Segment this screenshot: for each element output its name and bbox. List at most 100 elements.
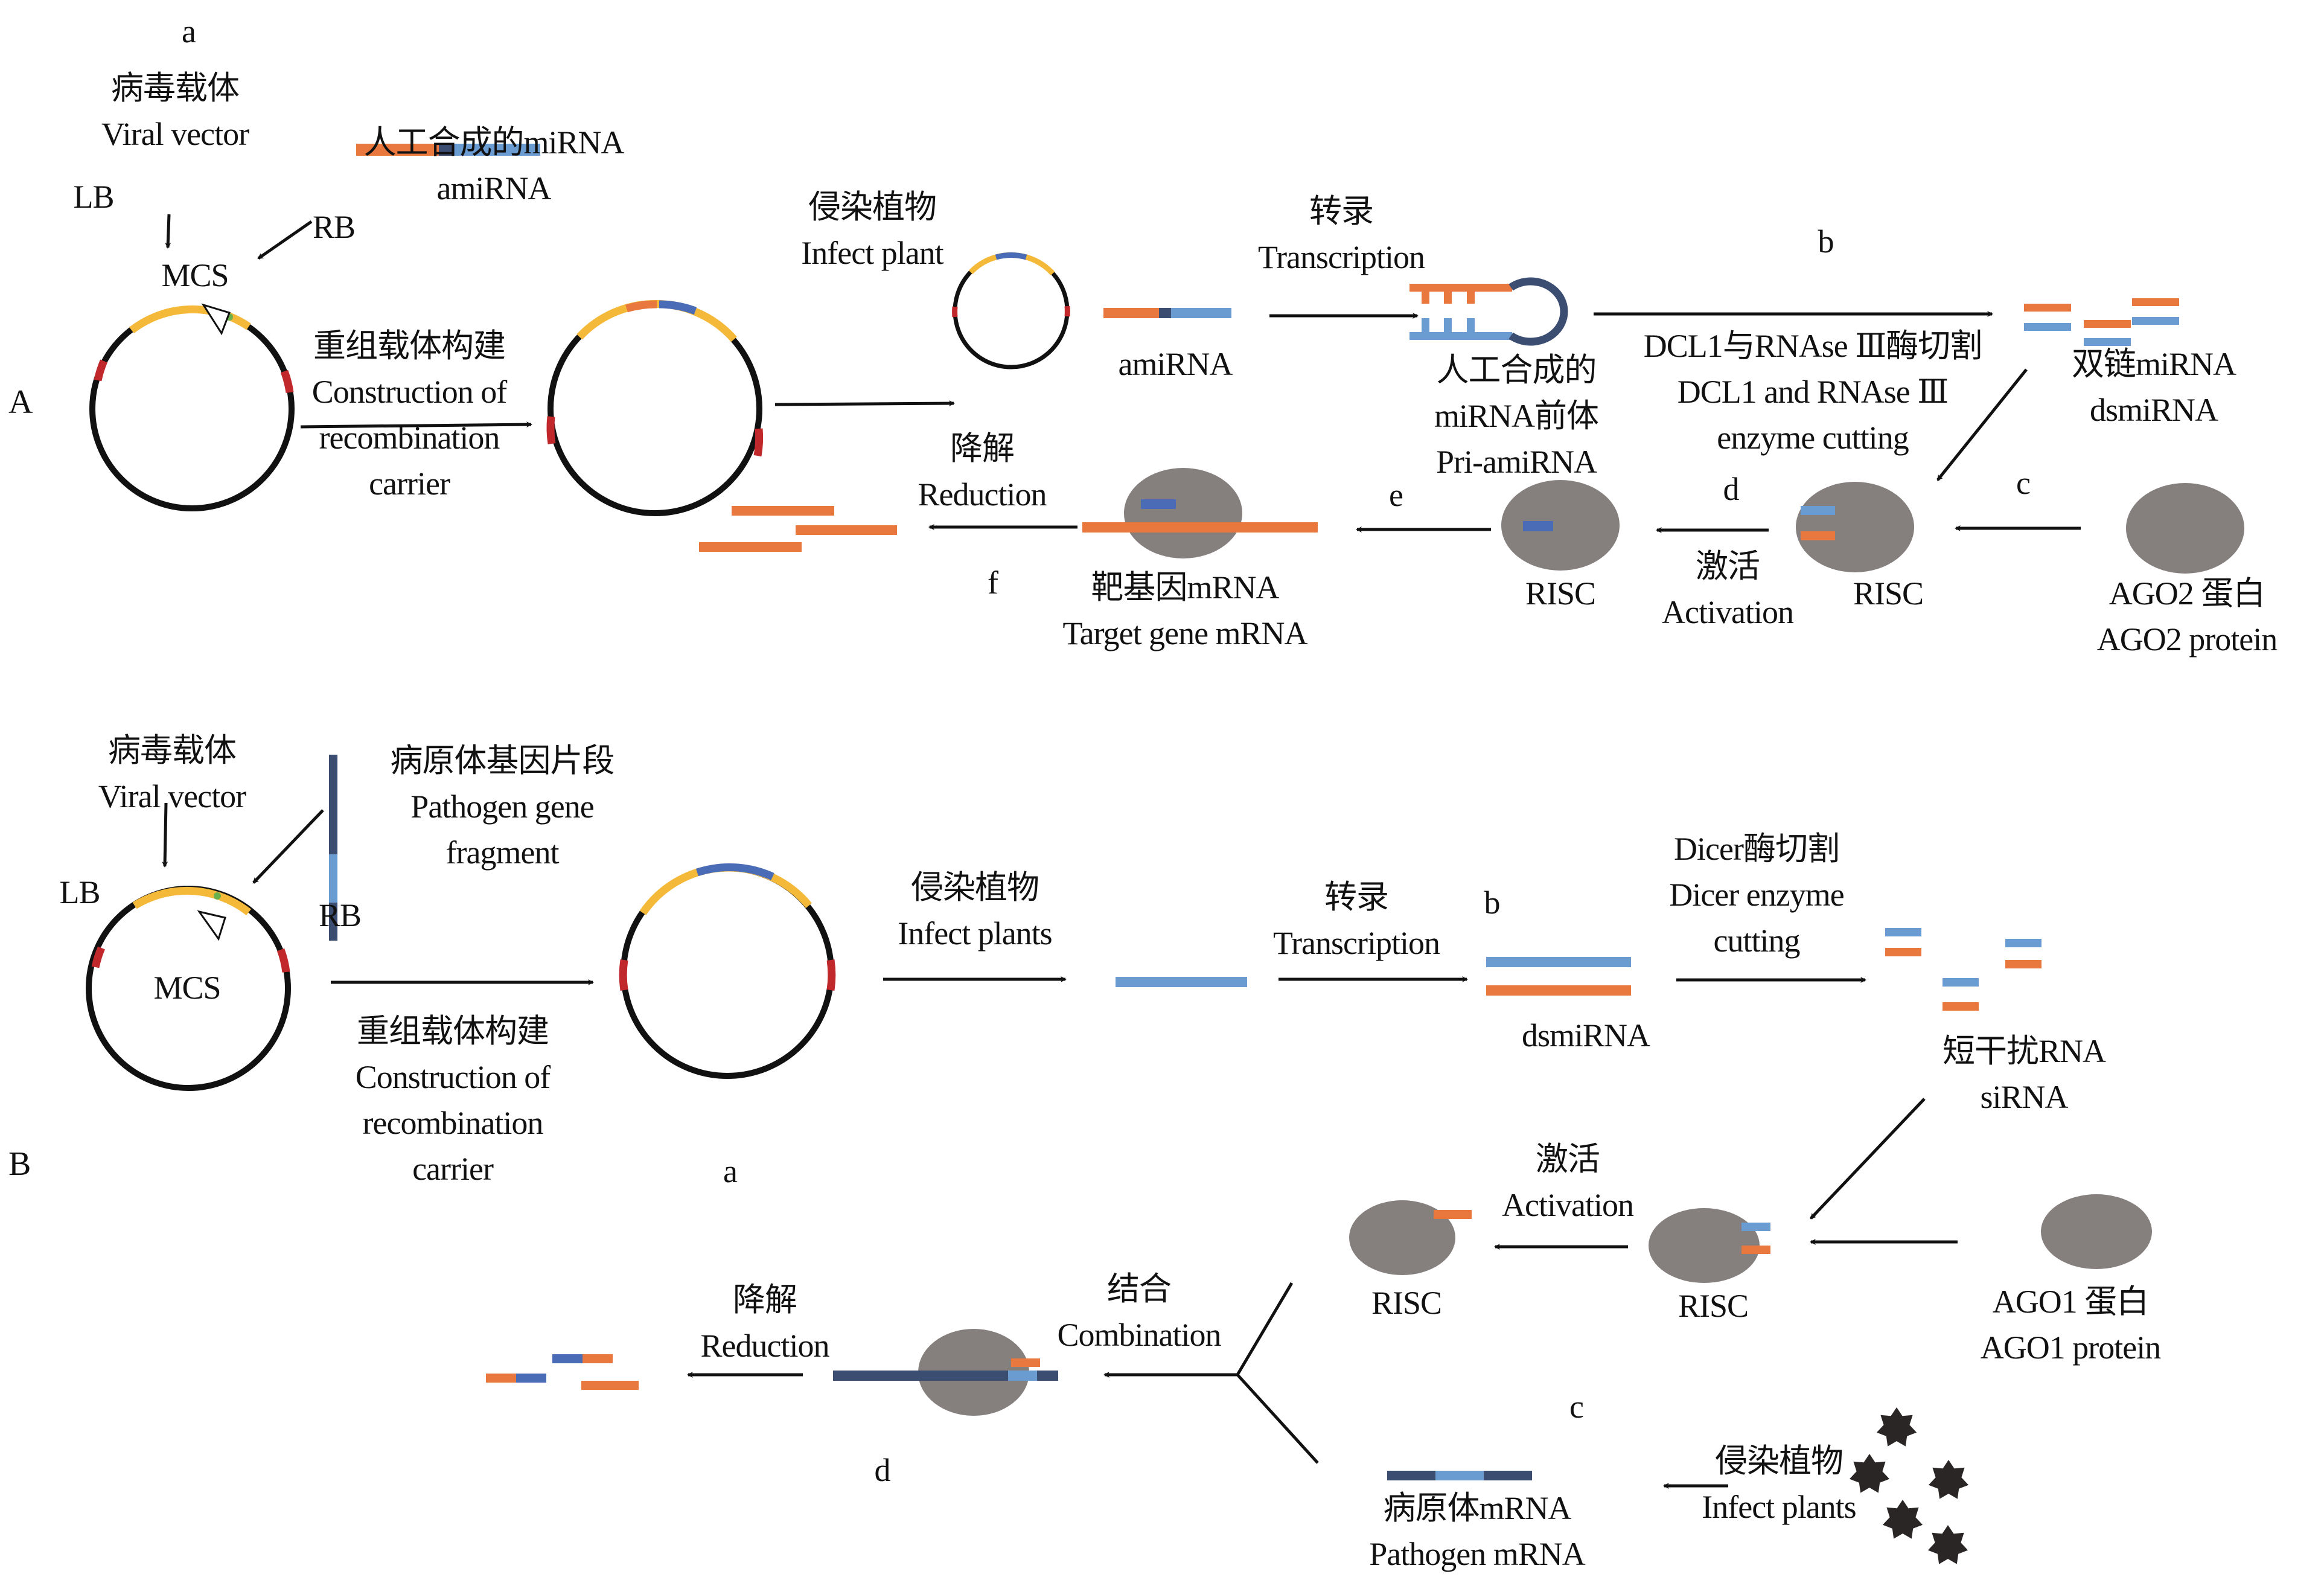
a-construction-arrow xyxy=(300,421,532,429)
b-risc-loaded xyxy=(1649,1208,1760,1283)
a-dsmirna-zh: 双链miRNA xyxy=(2071,346,2236,382)
a-promoter-triangle xyxy=(201,303,231,336)
b-risc-guide-strand xyxy=(1741,1223,1770,1231)
a-infect-label: 侵染植物 Infect plant xyxy=(801,184,943,276)
a-step-a-label: a xyxy=(182,13,196,50)
a-construction-label: 重组载体构建 Construction of recombination car… xyxy=(311,323,507,507)
b-promoter-triangle xyxy=(197,910,226,941)
b-pathogen-mrna-zh: 病原体mRNA xyxy=(1383,1490,1571,1526)
a-lb-label: LB xyxy=(73,179,114,215)
b-sirna-to-risc-arrow xyxy=(1810,1098,1926,1220)
a-activation-en: Activation xyxy=(1662,594,1794,630)
a-target-guide xyxy=(1141,499,1176,509)
b-fragment-insert-arrow xyxy=(252,809,324,884)
a-reduction-label: 降解 Reduction xyxy=(918,426,1047,517)
a-infect-arrow xyxy=(774,400,955,407)
b-fragment-zh: 病原体基因片段 xyxy=(390,743,615,779)
b-ago1-zh: AGO1 蛋白 xyxy=(1992,1284,2150,1320)
b-degraded-fragments xyxy=(486,1354,639,1390)
a-pri-amirna-en: Pri-amiRNA xyxy=(1436,444,1597,480)
b-construction-en2: recombination xyxy=(362,1105,544,1141)
pathogen-particles xyxy=(1849,1407,1969,1564)
a-risc-active-label: RISC xyxy=(1525,575,1596,612)
b-fragment-en1: Pathogen gene xyxy=(410,788,594,825)
b-recombinant-circle xyxy=(619,863,836,1079)
b-transcript-bar xyxy=(1116,977,1247,987)
b-reduction-label: 降解 Reduction xyxy=(700,1277,830,1369)
b-combination-en: Combination xyxy=(1057,1317,1222,1353)
a-mcs-label: MCS xyxy=(161,257,229,293)
b-infect2-zh: 侵染植物 xyxy=(1715,1443,1844,1479)
a-transcription-label: 转录 Transcription xyxy=(1258,188,1425,280)
b-dicer-en1: Dicer enzyme xyxy=(1669,877,1844,913)
a-viral-vector-label: 病毒载体 Viral vector xyxy=(101,65,249,157)
b-infect2-label: 侵染植物 Infect plants xyxy=(1702,1438,1856,1530)
a-amirna-insert-arrow xyxy=(257,220,313,260)
b-target-mrna-bar xyxy=(833,1358,1058,1381)
b-combination-zh: 结合 xyxy=(1107,1271,1172,1307)
b-pathogen-mrna-en: Pathogen mRNA xyxy=(1369,1536,1585,1572)
a-risc-active-guide xyxy=(1523,521,1553,531)
b-combination-junction xyxy=(1236,1282,1319,1464)
a-step-c-label: c xyxy=(2016,465,2031,501)
a-amirna-input-zh: 人工合成的miRNA xyxy=(363,124,624,161)
pathogen-particle-star-icon xyxy=(1882,1500,1923,1539)
b-fragment-en2: fragment xyxy=(445,834,560,871)
a-pri-amirna-zh1: 人工合成的 xyxy=(1436,352,1597,388)
a-risc-passenger-strand xyxy=(1801,531,1835,540)
b-reduction-zh: 降解 xyxy=(733,1282,797,1318)
a-pri-amirna-hairpin xyxy=(1409,277,1568,346)
a-dcl1-label: DCL1与RNAse Ⅲ酶切割 DCL1 and RNAse Ⅲ enzyme … xyxy=(1643,323,1983,461)
a-step-e-label: e xyxy=(1389,477,1403,513)
b-pathogen-fragment-bar xyxy=(329,755,337,941)
a-small-vector-circle xyxy=(952,252,1070,369)
a-step-f-label: f xyxy=(988,565,998,601)
b-mcs-site xyxy=(214,892,221,900)
a-viral-vector-en: Viral vector xyxy=(101,116,249,152)
a-transcription-zh: 转录 xyxy=(1309,193,1374,229)
b-ago1-protein xyxy=(2041,1194,2152,1269)
a-pri-amirna-zh2: miRNA前体 xyxy=(1434,398,1599,434)
a-target-label: 靶基因mRNA Target gene mRNA xyxy=(1062,565,1307,656)
b-activation-label: 激活 Activation xyxy=(1502,1136,1634,1228)
a-activation-zh: 激活 xyxy=(1695,548,1760,584)
b-activation-en: Activation xyxy=(1502,1187,1634,1223)
a-vector-circle xyxy=(89,303,295,511)
b-transcription-en: Transcription xyxy=(1272,925,1440,961)
b-risc-active xyxy=(1349,1200,1455,1275)
a-degraded-fragments xyxy=(699,506,897,552)
a-transcription-en: Transcription xyxy=(1257,239,1425,275)
a-risc-active xyxy=(1501,480,1620,571)
a-amirna-input-label: 人工合成的miRNA amiRNA xyxy=(363,120,624,211)
b-viral-vector-label: 病毒载体 Viral vector xyxy=(98,728,246,819)
b-step-b-label: b xyxy=(1484,884,1501,921)
pathogen-particle-star-icon xyxy=(1849,1454,1890,1493)
pathogen-particle-star-icon xyxy=(1927,1525,1968,1564)
b-infect2-en: Infect plants xyxy=(1702,1489,1856,1525)
a-viral-vector-arrow xyxy=(165,214,171,249)
b-dicer-en2: cutting xyxy=(1713,923,1801,959)
a-activation-label: 激活 Activation xyxy=(1662,543,1794,635)
a-dcl1-zh: DCL1与RNAse Ⅲ酶切割 xyxy=(1643,328,1983,364)
b-dicer-zh: Dicer酶切割 xyxy=(1674,831,1840,867)
a-construction-zh: 重组载体构建 xyxy=(313,328,506,364)
a-infect-zh: 侵染植物 xyxy=(808,189,937,225)
panel-b-label: B xyxy=(8,1145,31,1183)
a-amirna-insert-bar xyxy=(356,144,540,156)
b-sirna-en: siRNA xyxy=(1980,1079,2068,1115)
a-dcl1-en1: DCL1 and RNAse Ⅲ xyxy=(1677,374,1949,410)
b-ago1-label: AGO1 蛋白 AGO1 protein xyxy=(1981,1279,2161,1371)
b-reduction-en: Reduction xyxy=(700,1328,830,1364)
b-construction-en3: carrier xyxy=(412,1151,494,1187)
a-ago2-zh: AGO2 蛋白 xyxy=(2109,575,2266,612)
b-lb-label: LB xyxy=(59,874,100,910)
b-transcription-zh: 转录 xyxy=(1324,879,1389,915)
b-risc-loaded-label: RISC xyxy=(1678,1288,1749,1324)
b-step-d-label: d xyxy=(874,1452,891,1488)
a-construction-en1: Construction of xyxy=(311,374,507,410)
b-pathogen-mrna-bar xyxy=(1387,1471,1532,1480)
a-construction-en2: recombination xyxy=(319,420,500,456)
a-dsmirna-fragments xyxy=(2024,298,2179,346)
a-step-d-label: d xyxy=(1723,471,1740,507)
